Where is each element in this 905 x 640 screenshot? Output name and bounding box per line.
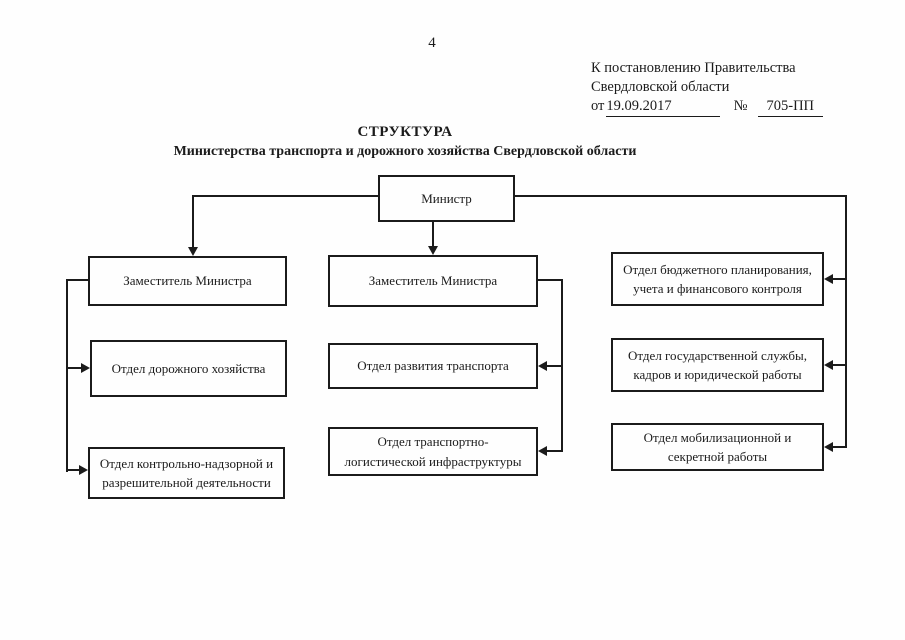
arrowhead-into-dept-logistics-icon <box>538 446 547 456</box>
number-sign: № <box>733 98 748 114</box>
connector-stub-logistics <box>547 450 562 452</box>
org-box-dept-road: Отдел дорожного хозяйства <box>90 340 287 397</box>
arrowhead-into-dept-mobilization-icon <box>824 442 833 452</box>
connector-stub-budget <box>833 278 847 280</box>
connector-stub-transport-dev <box>547 365 562 367</box>
connector-stub-road <box>66 367 82 369</box>
date-prefix: от <box>591 98 605 114</box>
reference-line-1: К постановлению Правительства <box>591 60 796 76</box>
decree-number: 705-ПП <box>757 97 824 117</box>
org-box-minister: Министр <box>378 175 515 222</box>
arrowhead-into-dept-road-icon <box>81 363 90 373</box>
document-title: СТРУКТУРА Министерства транспорта и доро… <box>95 124 715 160</box>
arrowhead-into-deputy-left-icon <box>188 247 198 256</box>
connector-stub-civil-service <box>833 364 847 366</box>
arrowhead-into-dept-transport-dev-icon <box>538 361 547 371</box>
connector-minister-left-vertical <box>192 195 194 248</box>
connector-left-column-bus <box>66 279 68 472</box>
decree-reference-block: К постановлению Правительства Свердловск… <box>591 59 861 117</box>
title-line-2: Министерства транспорта и дорожного хозя… <box>173 144 637 159</box>
connector-stub-control <box>66 469 80 471</box>
connector-minister-left-horizontal <box>192 195 378 197</box>
connector-middle-column-bus <box>561 279 563 452</box>
reference-line-2: Свердловской области <box>591 79 730 95</box>
org-box-dept-mobilization: Отдел мобилизационной и секретной работы <box>611 423 824 471</box>
connector-minister-bottom-vertical <box>432 222 434 248</box>
org-box-deputy-minister-middle: Заместитель Министра <box>328 255 538 307</box>
arrowhead-into-dept-budget-icon <box>824 274 833 284</box>
org-box-dept-civil-service: Отдел государственной службы, кадров и ю… <box>611 338 824 392</box>
org-box-deputy-minister-left: Заместитель Министра <box>88 256 287 306</box>
arrowhead-into-deputy-middle-icon <box>428 246 438 255</box>
title-line-1: СТРУКТУРА <box>357 124 453 140</box>
decree-date: 19.09.2017 <box>606 97 720 117</box>
connector-minister-right-horizontal <box>515 195 847 197</box>
connector-deputy-middle-horizontal <box>538 279 563 281</box>
org-box-dept-budget-planning: Отдел бюджетного планирования, учета и ф… <box>611 252 824 306</box>
org-box-dept-control-supervision: Отдел контрольно-надзорной и разрешитель… <box>88 447 285 499</box>
connector-deputy-left-horizontal <box>66 279 88 281</box>
arrowhead-into-dept-civil-service-icon <box>824 360 833 370</box>
org-box-dept-logistics-infrastructure: Отдел транспортно- логистической инфраст… <box>328 427 538 476</box>
arrowhead-into-dept-control-icon <box>79 465 88 475</box>
connector-right-column-bus <box>845 195 847 448</box>
page-number: 4 <box>428 35 436 51</box>
connector-stub-mobilization <box>833 446 847 448</box>
org-box-dept-transport-development: Отдел развития транспорта <box>328 343 538 389</box>
